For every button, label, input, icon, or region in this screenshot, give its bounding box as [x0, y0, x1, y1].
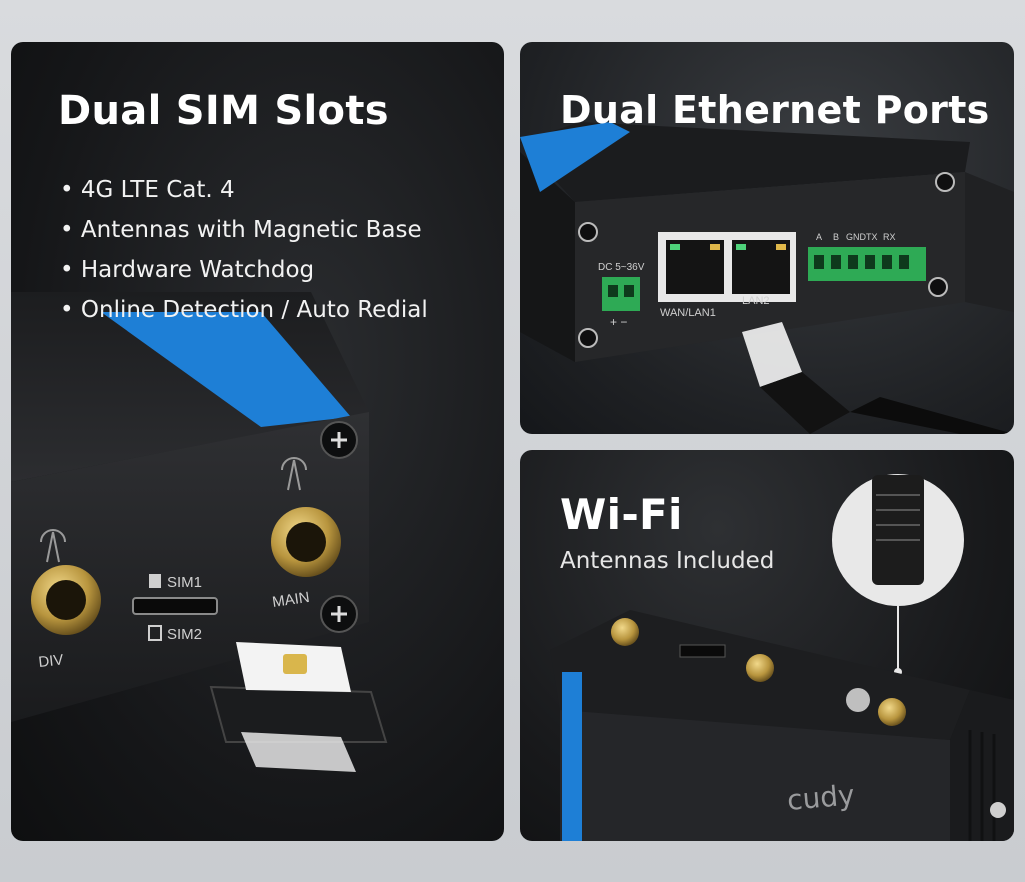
power-label: DC 5~36V: [598, 262, 645, 273]
div-label: DIV: [38, 651, 65, 671]
feature-item: Antennas with Magnetic Base: [60, 210, 428, 250]
wifi-device-illustration: cudy: [550, 474, 1014, 841]
ethernet-panel-title: Dual Ethernet Ports: [560, 88, 990, 132]
wifi-panel-subtitle: Antennas Included: [560, 548, 775, 574]
feature-item: Hardware Watchdog: [60, 250, 428, 290]
terminal-label-gnd: GND: [846, 232, 867, 242]
polarity-label: + −: [610, 315, 627, 329]
main-label: MAIN: [271, 589, 311, 611]
wan-port-label: WAN/LAN1: [660, 307, 716, 319]
feature-item: 4G LTE Cat. 4: [60, 170, 428, 210]
wifi-panel: cudy Wi-Fi Antennas Included: [520, 450, 1014, 841]
sim-panel: SIM1 SIM2 MAIN DIV Dual SIM Slots 4G LTE…: [11, 42, 504, 841]
ethernet-panel: DC 5~36V + − WAN/LAN1 LAN2 A B GND TX RX…: [520, 42, 1014, 434]
terminal-label-b: B: [833, 232, 839, 242]
brand-logo: cudy: [786, 778, 856, 817]
terminal-label-rx: RX: [883, 232, 896, 242]
feature-list: 4G LTE Cat. 4 Antennas with Magnetic Bas…: [60, 170, 428, 330]
feature-item: Online Detection / Auto Redial: [60, 290, 428, 330]
antenna-icon: [40, 529, 66, 563]
sim-card-icon: [148, 625, 162, 641]
sim-panel-title: Dual SIM Slots: [58, 88, 389, 134]
terminal-label-a: A: [816, 232, 822, 242]
sim2-label: SIM2: [167, 626, 202, 643]
wifi-panel-title: Wi-Fi: [560, 490, 683, 539]
sim1-label: SIM1: [167, 574, 202, 591]
antenna-icon: [281, 457, 307, 491]
sim-card-icon: [149, 574, 161, 588]
ethernet-device-illustration: DC 5~36V + − WAN/LAN1 LAN2 A B GND TX RX: [520, 122, 1014, 434]
terminal-label-tx: TX: [866, 232, 878, 242]
sim-device-illustration: SIM1 SIM2 MAIN DIV: [11, 292, 388, 772]
lan2-port-label: LAN2: [742, 295, 770, 307]
